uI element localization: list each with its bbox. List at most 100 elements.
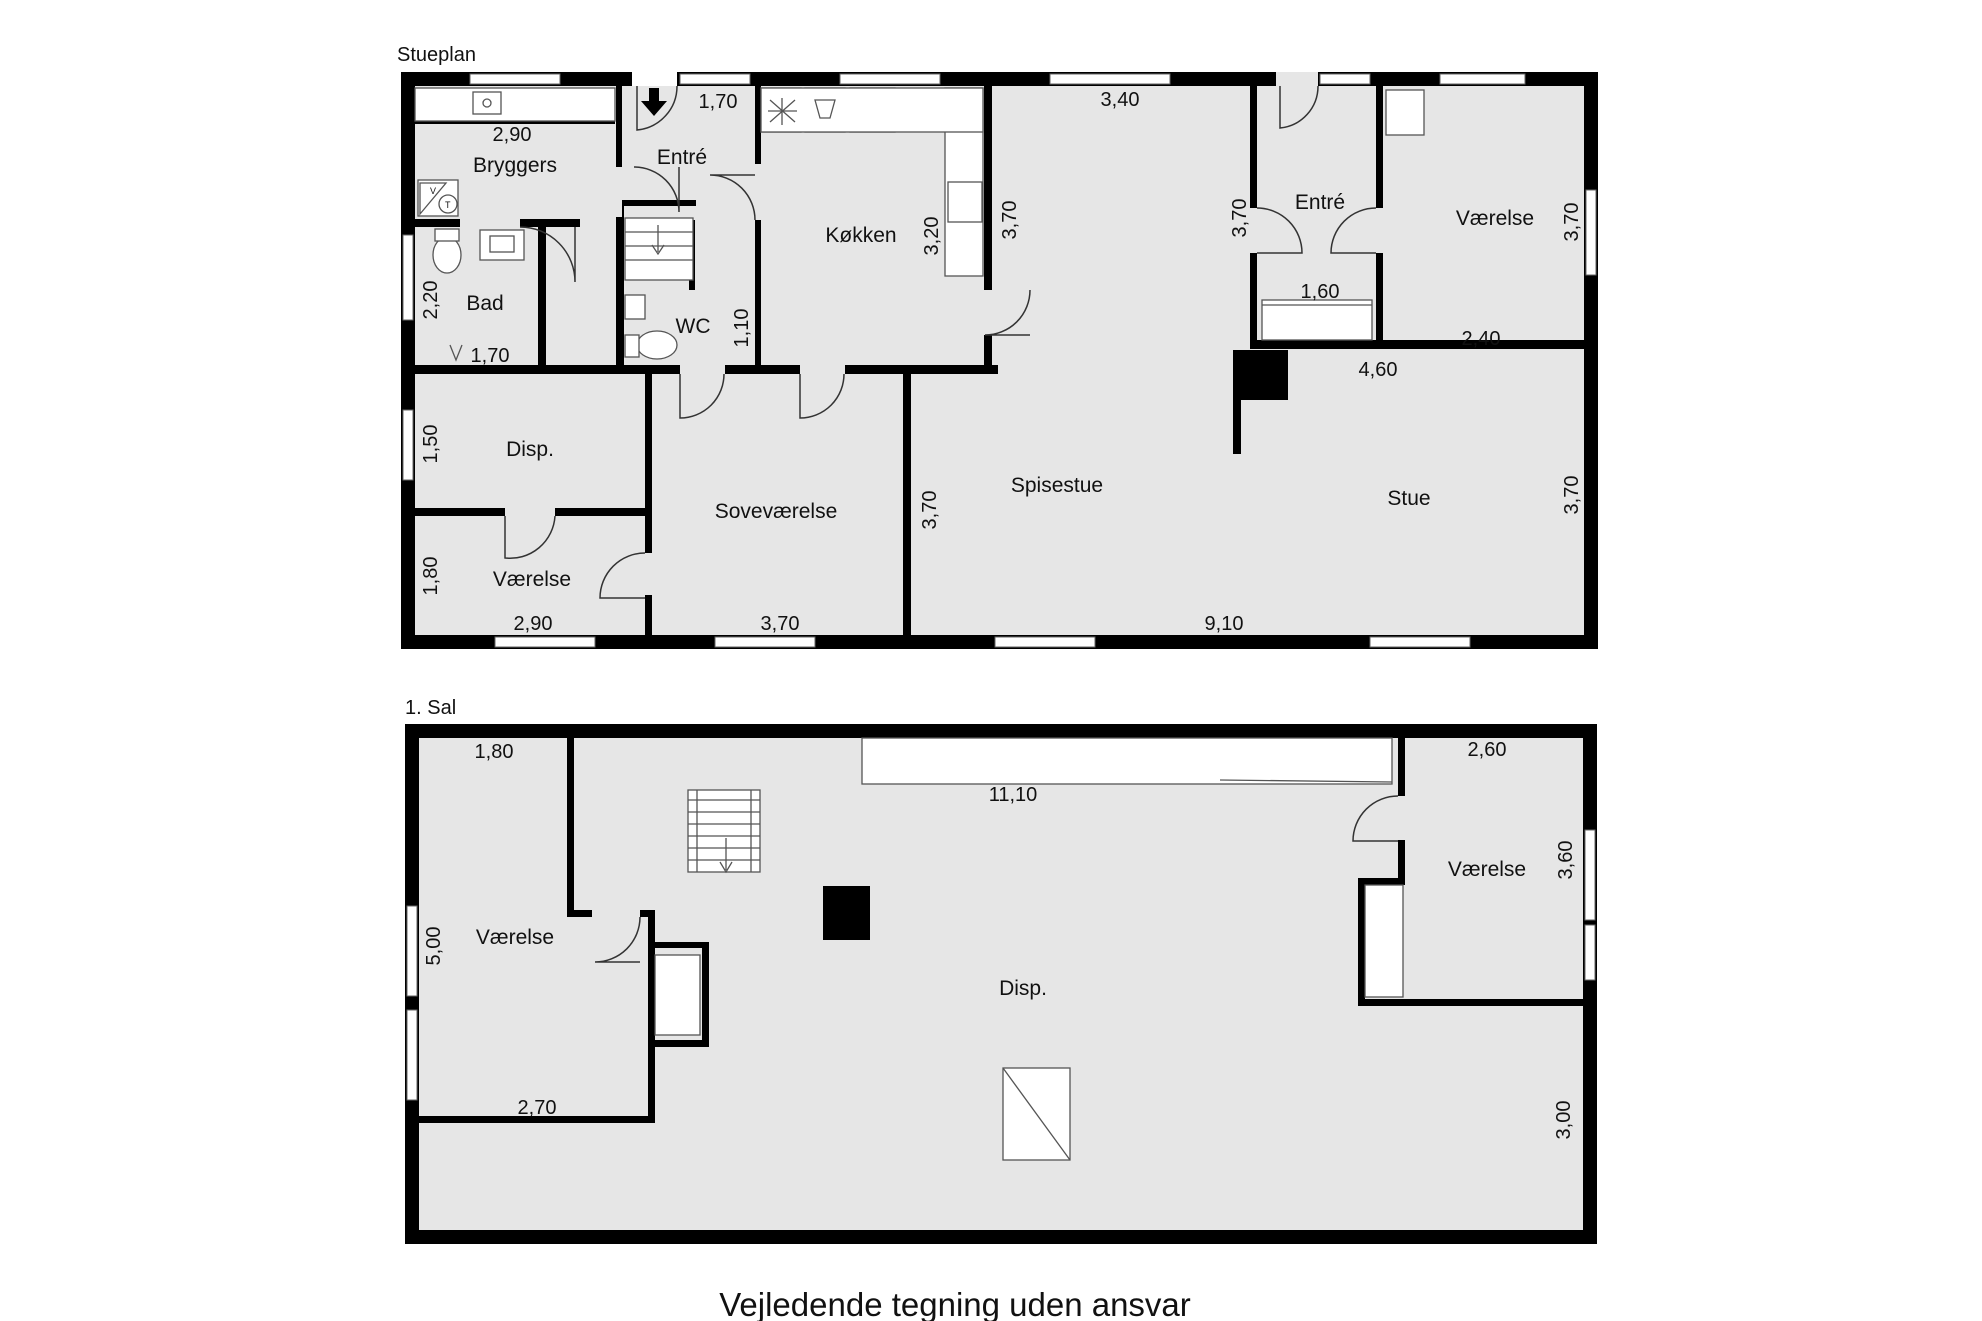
wardrobe [654, 954, 701, 1036]
room-label-wc: WC [676, 315, 711, 338]
dimension-label: 3,70 [1229, 199, 1251, 238]
window [679, 73, 751, 85]
dimension-label: 2,90 [493, 124, 532, 146]
toilet-icon [432, 236, 462, 274]
window [1585, 189, 1597, 276]
skylight-strip [861, 737, 1393, 785]
door[interactable] [984, 289, 1031, 336]
door[interactable] [519, 226, 576, 283]
ground-floor-area [413, 84, 1586, 635]
room-label-bad: Bad [466, 292, 503, 315]
stove-icon [947, 181, 983, 223]
dimension-label: 3,40 [1101, 89, 1140, 111]
svg-text:V: V [430, 186, 436, 196]
stair-arrow-icon [651, 225, 665, 256]
door[interactable] [1279, 85, 1319, 129]
room-label-vaerelse: Værelse [1456, 207, 1534, 230]
wardrobe [1385, 89, 1425, 136]
room-label-kokken: Køkken [825, 224, 896, 247]
window [406, 1009, 418, 1101]
window [402, 234, 414, 321]
window [1584, 924, 1596, 981]
window [714, 636, 816, 648]
counter [414, 87, 616, 122]
room-label-sovevaerelse: Soveværelse [715, 500, 838, 523]
ground-floor: V T [401, 72, 1598, 649]
window [402, 409, 414, 481]
door[interactable] [633, 166, 680, 213]
staircase [624, 217, 694, 281]
room-label-entre: Entré [1295, 191, 1345, 214]
door[interactable] [594, 916, 641, 963]
staircase [687, 789, 761, 873]
dimension-label: 5,00 [423, 927, 445, 966]
door[interactable] [679, 373, 725, 419]
floor-label-ground: Stueplan [397, 44, 476, 66]
dimension-label: 9,10 [1205, 613, 1244, 635]
window [1049, 73, 1171, 85]
snowflake-icon [768, 98, 797, 125]
room-label-bryggers: Bryggers [473, 154, 557, 177]
wardrobe [1261, 299, 1373, 341]
door[interactable] [1330, 207, 1377, 254]
dimension-label: 2,60 [1468, 739, 1507, 761]
floor-label-first: 1. Sal [405, 697, 456, 719]
dimension-label: 1,80 [475, 741, 514, 763]
dimension-label: 3,20 [921, 217, 943, 256]
dryer-icon [438, 194, 458, 214]
dimension-label: 3,60 [1555, 841, 1577, 880]
glass-icon [814, 99, 836, 119]
stair-arrow-icon [719, 838, 733, 874]
toilet-icon [636, 330, 678, 360]
door[interactable] [1352, 795, 1399, 842]
shower-icon [419, 182, 448, 216]
dimension-label: 1,10 [731, 309, 753, 348]
dimension-label: 3,70 [1561, 203, 1583, 242]
dimension-label: 3,70 [1561, 476, 1583, 515]
dimension-label: 3,70 [999, 201, 1021, 240]
door[interactable] [599, 552, 646, 599]
dimension-label: 2,70 [518, 1097, 557, 1119]
room-label-vaerelse: Værelse [1448, 858, 1526, 881]
chimney [823, 886, 870, 940]
entrance-arrow-icon [641, 88, 667, 116]
room-label-vaerelse: Værelse [476, 926, 554, 949]
window [1439, 73, 1526, 85]
drain-icon [449, 344, 463, 362]
window [839, 73, 941, 85]
dimension-label: 1,50 [420, 425, 442, 464]
window [469, 73, 561, 85]
door[interactable] [1256, 207, 1303, 254]
sink-icon [624, 294, 646, 320]
dimension-label: 1,70 [471, 345, 510, 367]
room-label-vaerelse: Værelse [493, 568, 571, 591]
wardrobe [1364, 884, 1404, 998]
window [994, 636, 1096, 648]
svg-text:T: T [445, 200, 451, 210]
dimension-label: 1,60 [1301, 281, 1340, 303]
dimension-label: 3,70 [919, 491, 941, 530]
dimension-label: 4,60 [1359, 359, 1398, 381]
door[interactable] [709, 174, 756, 221]
disclaimer-text: Vejledende tegning uden ansvar [719, 1286, 1191, 1321]
dimension-label: 3,00 [1553, 1101, 1575, 1140]
window [1319, 73, 1371, 85]
door[interactable] [504, 515, 556, 560]
room-label-disp: Disp. [999, 977, 1047, 1000]
room-label-stue: Stue [1387, 487, 1430, 510]
dimension-label: 2,90 [514, 613, 553, 635]
dimension-label: 2,20 [420, 281, 442, 320]
room-label-entre: Entré [657, 146, 707, 169]
room-label-spisestue: Spisestue [1011, 474, 1103, 497]
room-label-disp: Disp. [506, 438, 554, 461]
dimension-label: 1,70 [699, 91, 738, 113]
window [406, 905, 418, 997]
window [1584, 829, 1596, 921]
front-door[interactable] [636, 85, 678, 131]
window [1369, 636, 1471, 648]
dimension-label: 2,40 [1462, 328, 1501, 350]
first-floor [405, 724, 1597, 1244]
dimension-label: 11,10 [989, 784, 1038, 806]
dimension-label: 3,70 [761, 613, 800, 635]
door[interactable] [799, 373, 845, 419]
